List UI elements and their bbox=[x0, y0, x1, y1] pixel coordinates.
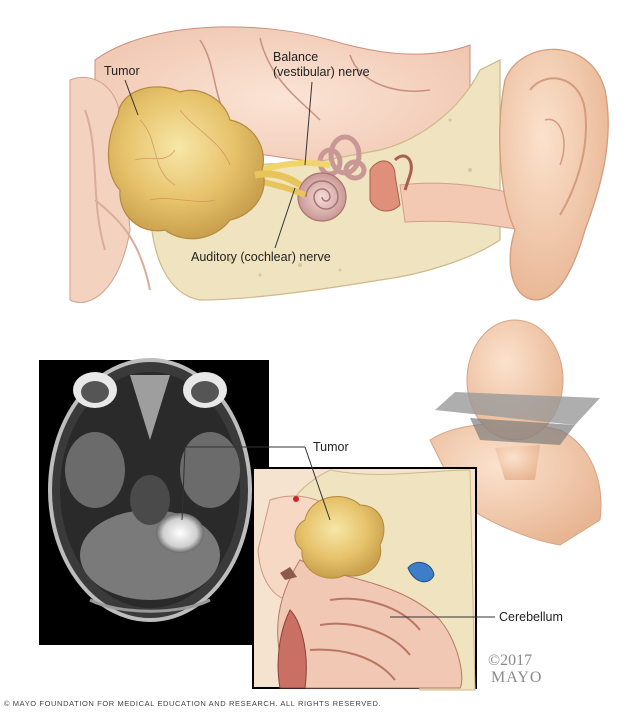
ossicles bbox=[369, 160, 401, 212]
tumor-top-leader bbox=[124, 79, 139, 116]
cross-section-inset bbox=[252, 467, 477, 691]
tumor-bottom-leader bbox=[181, 446, 305, 521]
watermark-year: ©2017 bbox=[488, 652, 533, 669]
auditory-nerve-label: Auditory (cochlear) nerve bbox=[191, 250, 331, 264]
cochlea bbox=[297, 172, 347, 222]
auditory-nerve-leader bbox=[274, 187, 296, 249]
cerebellum-label: Cerebellum bbox=[499, 610, 563, 624]
mri-tumor bbox=[156, 513, 204, 553]
copyright-footer: © MAYO FOUNDATION FOR MEDICAL EDUCATION … bbox=[4, 699, 382, 708]
cerebellum-region bbox=[277, 559, 463, 689]
scan-plane bbox=[435, 392, 600, 425]
watermark-name: MAYO bbox=[491, 669, 543, 686]
head-with-scan-plane bbox=[429, 319, 602, 546]
balance-nerve-label-line1: Balance bbox=[273, 50, 319, 64]
balance-nerve-leader bbox=[304, 81, 313, 166]
tumor-illustration bbox=[107, 86, 265, 240]
outer-ear bbox=[499, 48, 609, 301]
tumor-bottom-label: Tumor bbox=[313, 440, 349, 454]
vestibular-nerve bbox=[259, 159, 331, 173]
balance-nerve-label-line2: (vestibular) nerve bbox=[273, 65, 370, 79]
tumor-top-label: Tumor bbox=[104, 64, 140, 78]
ear-anatomy-illustration bbox=[69, 26, 609, 303]
tumor-inset-leader bbox=[304, 446, 331, 521]
mri-scan bbox=[39, 358, 269, 645]
inset-tumor bbox=[294, 496, 385, 579]
